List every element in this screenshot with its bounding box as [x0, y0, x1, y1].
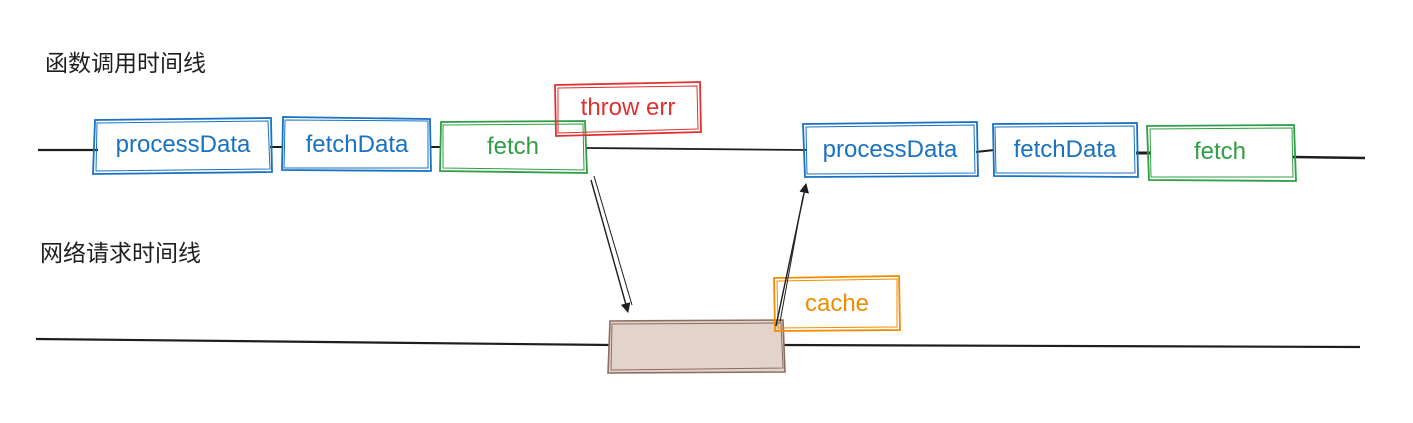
function-timeline-line [975, 149, 995, 153]
cache-label: cache [805, 290, 869, 317]
request-arrow [590, 175, 633, 313]
process-data-box-1: processData [92, 117, 273, 175]
process-data-box-2: processData [802, 121, 979, 178]
fetch-box-2: fetch [1146, 124, 1297, 182]
fetch-label-2: fetch [1194, 138, 1246, 165]
fetch-data-box-2: fetchData [992, 122, 1139, 178]
fetch-data-box-1: fetchData [281, 116, 432, 172]
cache-box: cache [773, 275, 901, 332]
fetch-box-1: fetch [439, 120, 588, 174]
cache-return-arrow [775, 183, 809, 327]
fetch-label-1: fetch [487, 133, 539, 160]
throw-error-box: throw err [554, 81, 702, 137]
network-timeline-line [35, 337, 613, 347]
function-timeline-line [585, 147, 807, 151]
throw-error-label: throw err [581, 94, 676, 121]
network-timeline-line [781, 343, 1361, 349]
function-timeline-line [1292, 155, 1366, 160]
network-timeline-label: 网络请求时间线 [40, 241, 201, 267]
fetch-data-label-2: fetchData [1014, 136, 1117, 163]
process-data-label-1: processData [116, 131, 251, 158]
fetch-data-label-1: fetchData [306, 131, 409, 158]
function-timeline-label: 函数调用时间线 [45, 51, 206, 77]
process-data-label-2: processData [823, 136, 958, 163]
network-request-block [607, 319, 786, 374]
